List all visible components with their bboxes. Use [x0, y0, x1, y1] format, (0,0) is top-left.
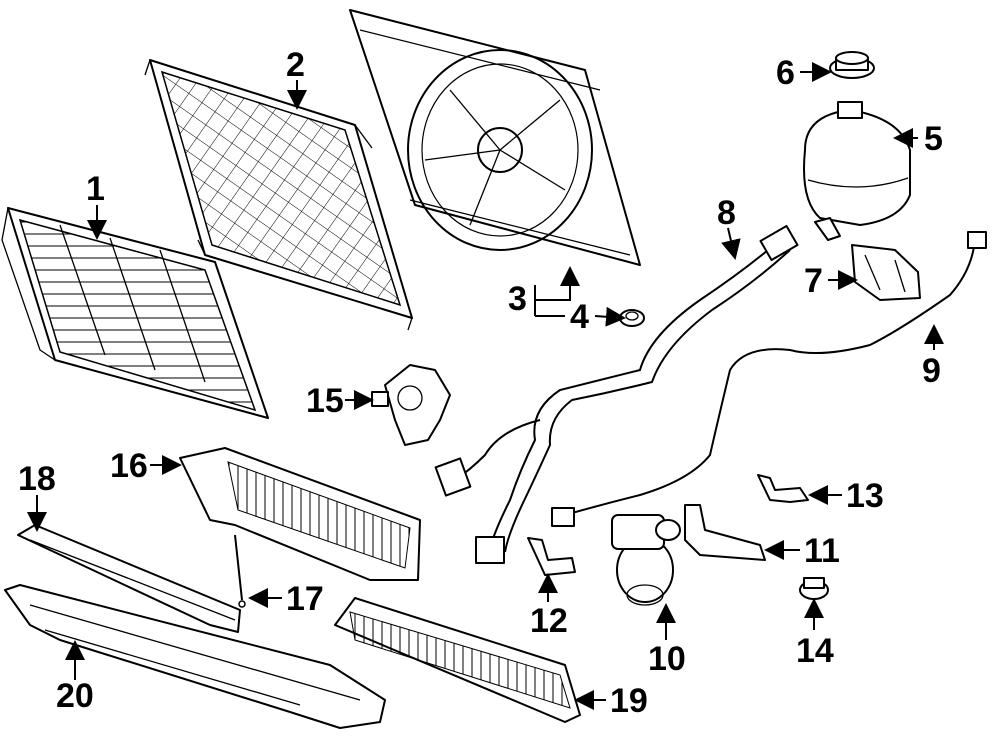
splash-shield-part — [4, 584, 386, 729]
reservoir-cap-part — [829, 51, 875, 79]
air-shutter-frame-part — [179, 447, 421, 581]
callout-2: 2 — [286, 46, 305, 84]
pump-bracket-part — [684, 504, 766, 561]
callout-1: 1 — [86, 170, 105, 208]
callout-5: 5 — [924, 120, 943, 158]
callout-14: 14 — [796, 632, 834, 670]
callout-8: 8 — [717, 194, 736, 232]
callout-numbers: 1 2 3 4 5 6 7 8 9 10 11 12 13 14 15 16 1… — [18, 46, 943, 720]
pipe-clamp-part — [757, 474, 809, 503]
leader-lines — [27, 62, 944, 710]
callout-19: 19 — [610, 682, 648, 720]
callout-17: 17 — [286, 580, 324, 618]
radiator-part — [1, 207, 269, 419]
thermostat-housing-part — [371, 364, 451, 446]
upper-hose-part — [434, 224, 799, 564]
condenser-part — [144, 59, 413, 331]
callout-4: 4 — [570, 298, 589, 336]
fan-shroud-part — [349, 9, 641, 266]
callout-20: 20 — [56, 677, 94, 715]
callout-18: 18 — [18, 460, 56, 498]
coolant-reservoir-part — [803, 101, 911, 241]
callout-15: 15 — [306, 382, 344, 420]
callout-10: 10 — [648, 640, 686, 678]
water-pump-part — [611, 514, 681, 606]
callout-9: 9 — [922, 352, 941, 390]
callout-11: 11 — [804, 532, 840, 570]
callout-7: 7 — [804, 262, 823, 300]
callout-6: 6 — [776, 54, 795, 92]
reservoir-bracket-part — [851, 244, 921, 301]
lower-shutter-part — [334, 597, 581, 723]
hose-clamp-part — [527, 537, 576, 576]
coolant-pipe-part — [551, 231, 987, 527]
callout-3: 3 — [508, 280, 527, 318]
callout-12: 12 — [530, 602, 568, 640]
plug-part — [799, 577, 829, 600]
callout-13: 13 — [846, 477, 884, 515]
support-rod-part — [234, 534, 246, 608]
callout-16: 16 — [110, 447, 148, 485]
